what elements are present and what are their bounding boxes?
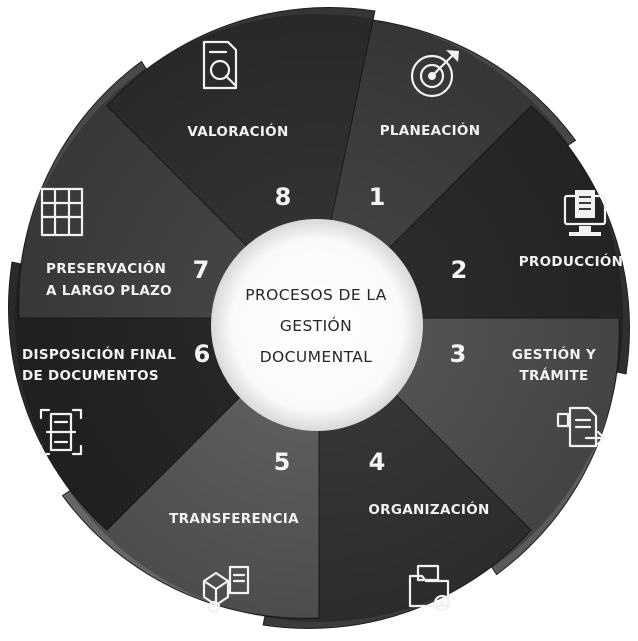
step-label-3-line-1: GESTIÓN Y — [512, 345, 596, 363]
step-number-2: 2 — [451, 256, 468, 284]
document-search-icon — [202, 40, 238, 90]
center-title-line-2: GESTIÓN — [280, 316, 352, 335]
step-label-8: VALORACIÓN — [187, 122, 288, 140]
step-number-8: 8 — [275, 183, 292, 211]
center-hub — [211, 219, 423, 431]
step-label-3-line-2: TRÁMITE — [519, 367, 588, 384]
document-transfer-icon — [556, 406, 606, 448]
step-label-1: PLANEACIÓN — [380, 121, 481, 139]
step-label-2: PRODUCCIÓN — [519, 252, 624, 270]
step-number-3: 3 — [450, 340, 467, 368]
target-icon — [410, 50, 459, 98]
step-label-5: TRANSFERENCIA — [169, 511, 299, 527]
step-number-5: 5 — [274, 448, 291, 476]
center-title-line-1: PROCESOS DE LA — [245, 286, 387, 304]
boxes-document-icon — [202, 565, 250, 614]
step-number-1: 1 — [369, 183, 386, 211]
step-number-6: 6 — [194, 340, 211, 368]
archive-shelf-icon — [40, 187, 84, 237]
step-label-6-line-2: DE DOCUMENTOS — [22, 368, 159, 384]
center-title-line-3: DOCUMENTAL — [260, 348, 373, 366]
step-number-7: 7 — [193, 256, 210, 284]
step-label-6-line-1: DISPOSICIÓN FINAL — [22, 345, 176, 363]
step-number-4: 4 — [369, 448, 386, 476]
computer-document-icon — [563, 190, 607, 236]
scan-document-icon — [39, 408, 83, 456]
step-label-7-line-1: PRESERVACIÓN — [46, 259, 166, 277]
folder-gear-icon — [408, 564, 451, 612]
step-label-7-line-2: A LARGO PLAZO — [46, 283, 172, 299]
step-label-4: ORGANIZACIÓN — [368, 500, 489, 518]
